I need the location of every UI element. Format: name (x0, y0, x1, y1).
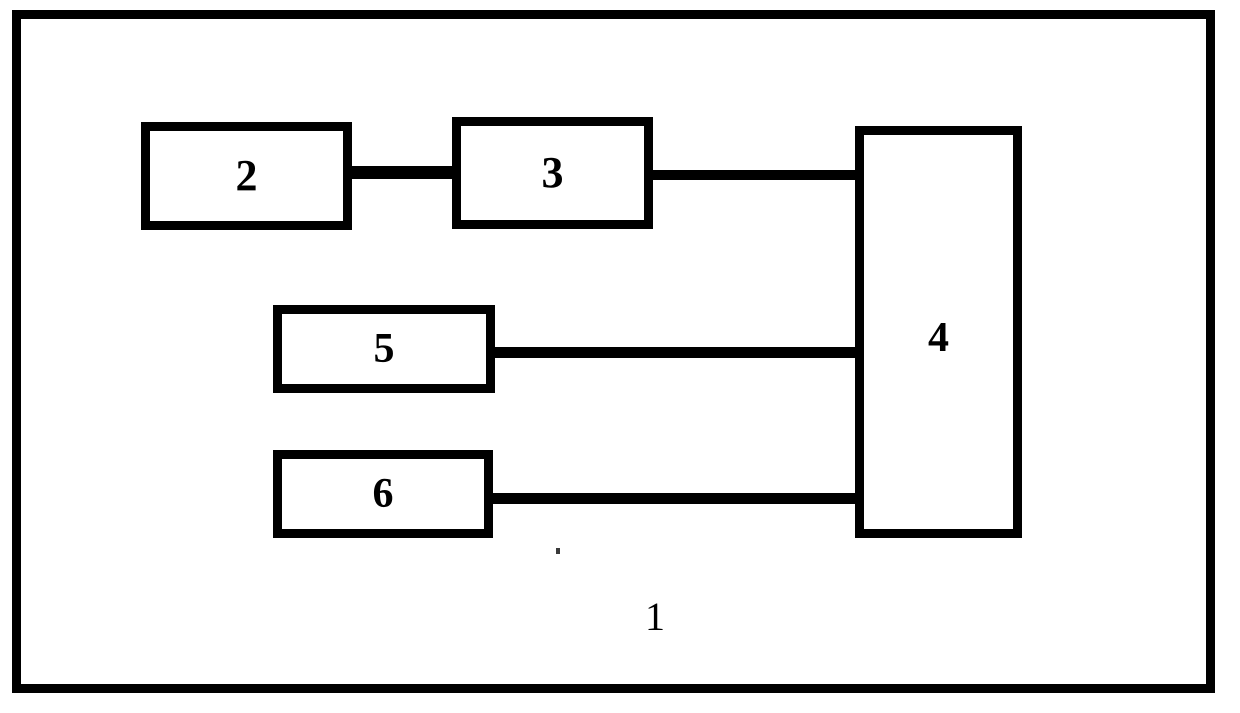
block-6-label: 6 (372, 471, 394, 517)
connector-6-to-4 (487, 493, 863, 504)
block-2: 2 (141, 122, 352, 230)
block-5-label: 5 (373, 326, 395, 372)
connector-2-to-3 (348, 166, 458, 179)
scan-speck-artifact (556, 548, 560, 554)
block-5: 5 (273, 305, 495, 393)
block-3: 3 (452, 117, 653, 229)
block-6: 6 (273, 450, 493, 538)
block-2-label: 2 (235, 151, 258, 200)
block-3-label: 3 (541, 148, 564, 197)
block-4: 4 (855, 126, 1022, 538)
enclosure-reference-numeral: 1 (645, 594, 665, 639)
connector-5-to-4 (489, 347, 863, 358)
block-4-label: 4 (928, 315, 949, 361)
connector-3-to-4 (648, 170, 862, 180)
